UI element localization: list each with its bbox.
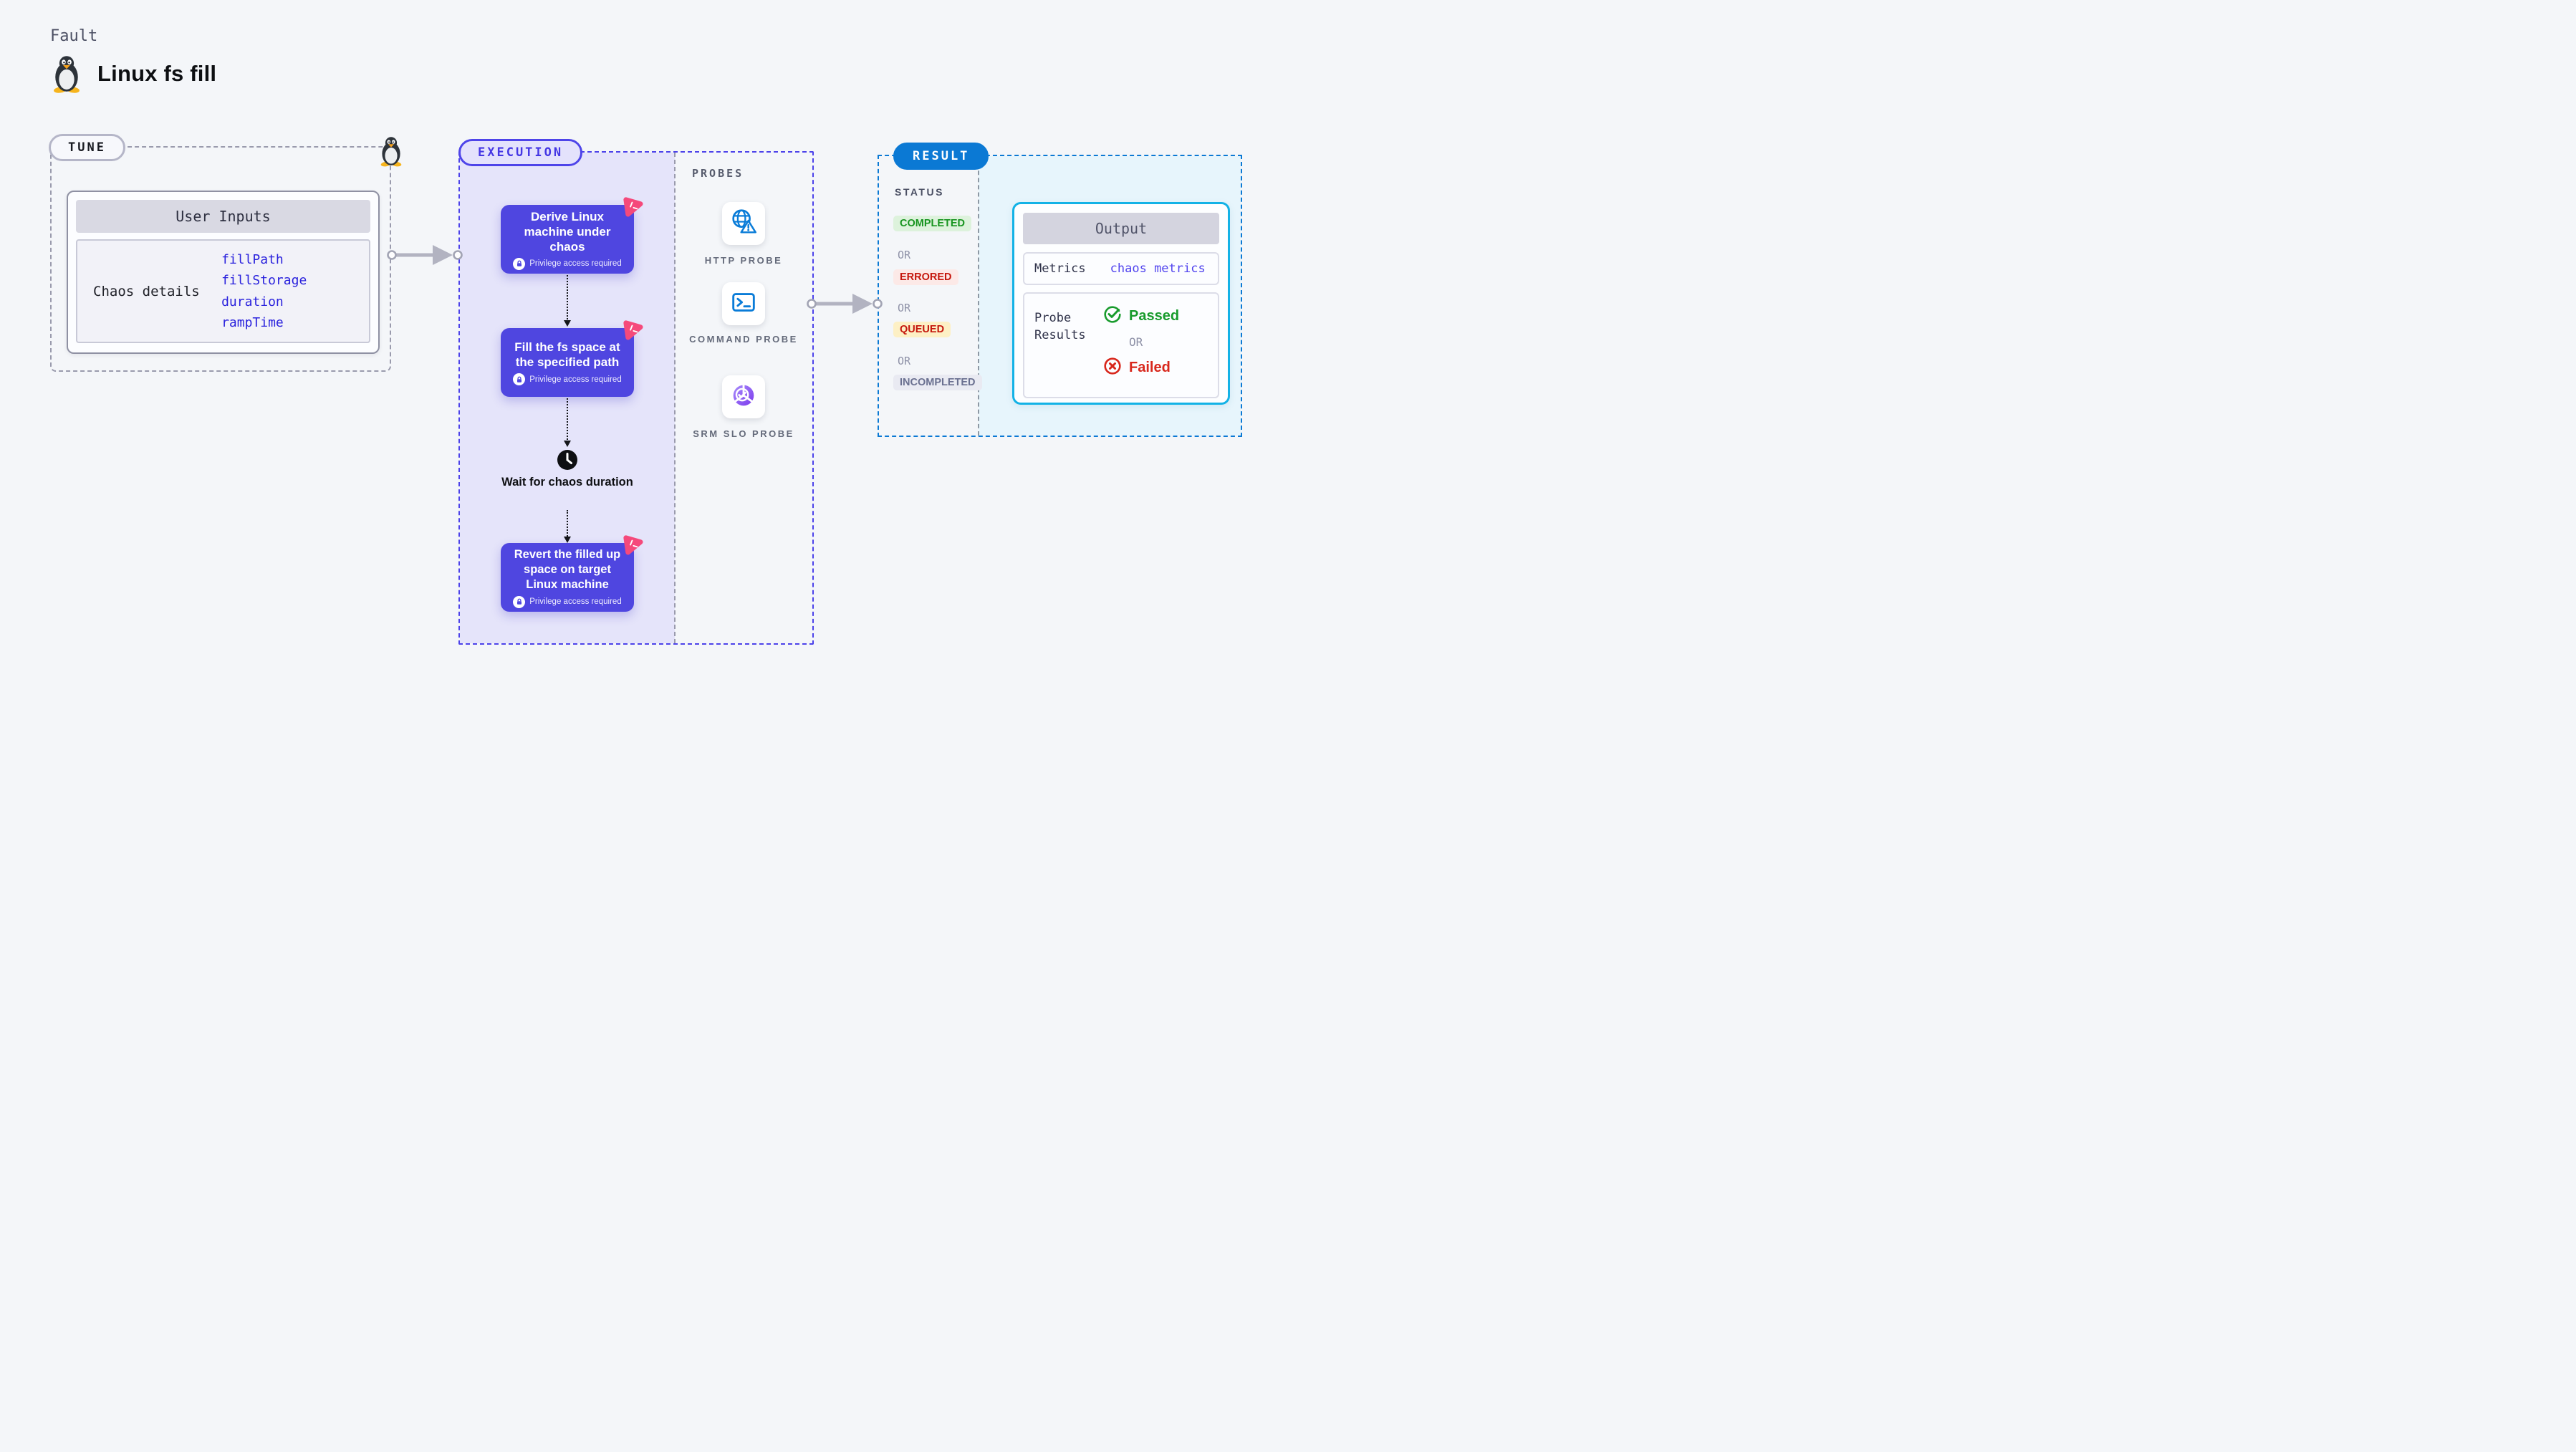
privilege-row: Privilege access required: [513, 373, 622, 385]
http-probe-label: HTTP PROBE: [704, 255, 783, 266]
page-title: Linux fs fill: [97, 61, 217, 86]
status-badge-errored: ERRORED: [893, 269, 958, 285]
clock-icon: [557, 449, 578, 471]
check-circle-icon: [1103, 305, 1122, 327]
fault-eyebrow: Fault: [50, 27, 98, 45]
probe-results-values: Passed OR Failed: [1103, 304, 1208, 387]
lock-icon: [513, 595, 526, 608]
status-label: STATUS: [895, 186, 944, 198]
user-inputs-header: User Inputs: [76, 200, 370, 233]
flow-connector: [564, 275, 571, 327]
chaos-spark-icon: [621, 195, 643, 217]
step-title: Fill the fs space at the specified path: [514, 340, 620, 369]
chaos-details-label: Chaos details: [93, 283, 200, 299]
http-probe-card: [722, 202, 765, 245]
terminal-icon: [729, 287, 759, 321]
probes-label: PROBES: [692, 167, 744, 180]
page-header: Linux fs fill: [50, 54, 216, 93]
step-title: Derive Linux machine under chaos: [524, 209, 611, 254]
result-section: RESULT STATUS COMPLETED OR ERRORED OR QU…: [878, 143, 1242, 437]
chaos-spark-icon: [621, 533, 643, 555]
param-link-duration[interactable]: duration: [221, 294, 284, 309]
user-inputs-card: User Inputs Chaos details fillPath fillS…: [67, 191, 380, 354]
tune-badge: TUNE: [49, 134, 125, 161]
param-link-fillpath[interactable]: fillPath: [221, 252, 284, 268]
probes-panel: PROBES HTTP PROBE: [675, 153, 812, 643]
lock-icon: [513, 257, 526, 270]
privilege-note: Privilege access required: [529, 375, 622, 384]
lock-icon: [513, 373, 526, 385]
status-badge-queued: QUEUED: [893, 322, 951, 337]
passed-text: Passed: [1129, 308, 1180, 324]
chaos-metrics-link[interactable]: chaos metrics: [1110, 261, 1206, 276]
status-or-label: OR: [898, 249, 911, 261]
tux-penguin-icon: [50, 54, 83, 93]
user-inputs-body: Chaos details fillPath fillStorage durat…: [76, 239, 370, 343]
wait-step-title: Wait for chaos duration: [501, 476, 633, 489]
execution-flow: Derive Linux machine under chaos Privile…: [460, 153, 675, 643]
failed-line: Failed: [1103, 357, 1208, 379]
output-or-label: OR: [1129, 335, 1143, 349]
status-output-divider: [978, 156, 979, 436]
probe-results-row: Probe Results Passed OR: [1023, 292, 1219, 398]
privilege-note: Privilege access required: [529, 259, 622, 268]
tune-section: TUNE User Inputs Chaos details fillPath …: [49, 134, 402, 372]
step-fill-fs-space: Fill the fs space at the specified path …: [501, 320, 643, 397]
param-link-fillstorage[interactable]: fillStorage: [221, 273, 307, 289]
execution-probes-divider: [674, 153, 676, 643]
command-probe-label: COMMAND PROBE: [689, 334, 798, 345]
status-badge-incompleted: INCOMPLETED: [893, 375, 982, 390]
srm-slo-probe-label: SRM SLO PROBE: [693, 428, 794, 439]
tux-penguin-small-icon: [378, 135, 404, 167]
chaos-params-list: fillPath fillStorage duration rampTime: [221, 241, 369, 342]
execution-to-result-arrow: [807, 294, 883, 314]
srm-slo-probe-card: [722, 375, 765, 418]
result-badge: RESULT: [893, 143, 989, 170]
step-derive-machine: Derive Linux machine under chaos Privile…: [501, 197, 643, 274]
output-card: Output Metrics chaos metrics Probe Resul…: [1012, 202, 1230, 405]
x-circle-icon: [1103, 357, 1122, 379]
privilege-row: Privilege access required: [513, 257, 622, 270]
step-revert-space: Revert the filled up space on target Lin…: [501, 535, 643, 612]
globe-alert-icon: [729, 207, 759, 241]
param-link-ramptime[interactable]: rampTime: [221, 314, 284, 330]
failed-text: Failed: [1129, 360, 1171, 375]
privilege-note: Privilege access required: [529, 597, 622, 606]
output-header: Output: [1023, 213, 1219, 244]
metrics-label: Metrics: [1034, 261, 1086, 276]
chaos-spark-icon: [621, 318, 643, 340]
status-or-label: OR: [898, 302, 911, 314]
status-badge-completed: COMPLETED: [893, 216, 972, 231]
execution-badge: EXECUTION: [458, 139, 583, 166]
status-or-label: OR: [898, 355, 911, 367]
command-probe-card: [722, 282, 765, 325]
slo-donut-icon: [729, 380, 759, 414]
status-column: STATUS COMPLETED OR ERRORED OR QUEUED OR…: [879, 156, 982, 436]
step-title: Revert the filled up space on target Lin…: [514, 547, 621, 591]
privilege-row: Privilege access required: [513, 595, 622, 608]
probe-results-label: Probe Results: [1034, 311, 1086, 342]
flow-connector: [564, 510, 571, 543]
passed-line: Passed: [1103, 305, 1208, 327]
metrics-row: Metrics chaos metrics: [1023, 252, 1219, 285]
execution-section: EXECUTION Derive Linux machine under cha…: [458, 139, 814, 645]
flow-connector: [564, 398, 571, 447]
tune-to-execution-arrow: [387, 245, 463, 265]
